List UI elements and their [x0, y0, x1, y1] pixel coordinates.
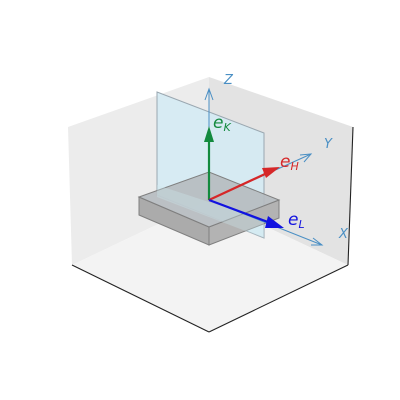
- y-axis-head: [299, 153, 313, 163]
- vector-e-l: [208, 198, 284, 228]
- vector-label-e-h-sub: H: [290, 160, 298, 173]
- vector-label-e-h: eH: [280, 152, 299, 173]
- back-pane: [209, 77, 353, 265]
- axis-label-z: Z: [223, 73, 234, 88]
- vector-e-k-head: [204, 126, 214, 142]
- vector-e-l-shaft: [208, 198, 269, 224]
- floor-pane: [72, 200, 348, 332]
- vector-label-e-h-main: e: [280, 152, 290, 172]
- vector-label-e-k-sub: K: [223, 121, 231, 134]
- vector-e-h: [208, 167, 280, 201]
- vector-label-e-k: eK: [213, 113, 231, 134]
- vector-label-e-l-sub: L: [298, 218, 304, 231]
- axis-label-x: X: [338, 227, 349, 242]
- vector-label-e-l: eL: [288, 210, 305, 231]
- x-axis-head: [311, 237, 324, 246]
- vertical-plane-overlay: [157, 185, 264, 238]
- vector-e-k: [204, 126, 214, 200]
- back-vertical-edge: [347, 126, 354, 266]
- vector-e-h-head: [262, 167, 280, 178]
- floor-edge-right: [208, 264, 349, 333]
- pane-edges: [71, 126, 354, 333]
- vector-label-e-k-main: e: [213, 113, 223, 133]
- vector-e-l-head: [265, 216, 284, 228]
- floor-edge-left: [71, 264, 210, 333]
- vector-e-h-shaft: [208, 173, 266, 201]
- axis-label-y: Y: [324, 137, 333, 152]
- z-axis-head: [204, 87, 214, 101]
- vector-label-e-l-main: e: [288, 210, 298, 230]
